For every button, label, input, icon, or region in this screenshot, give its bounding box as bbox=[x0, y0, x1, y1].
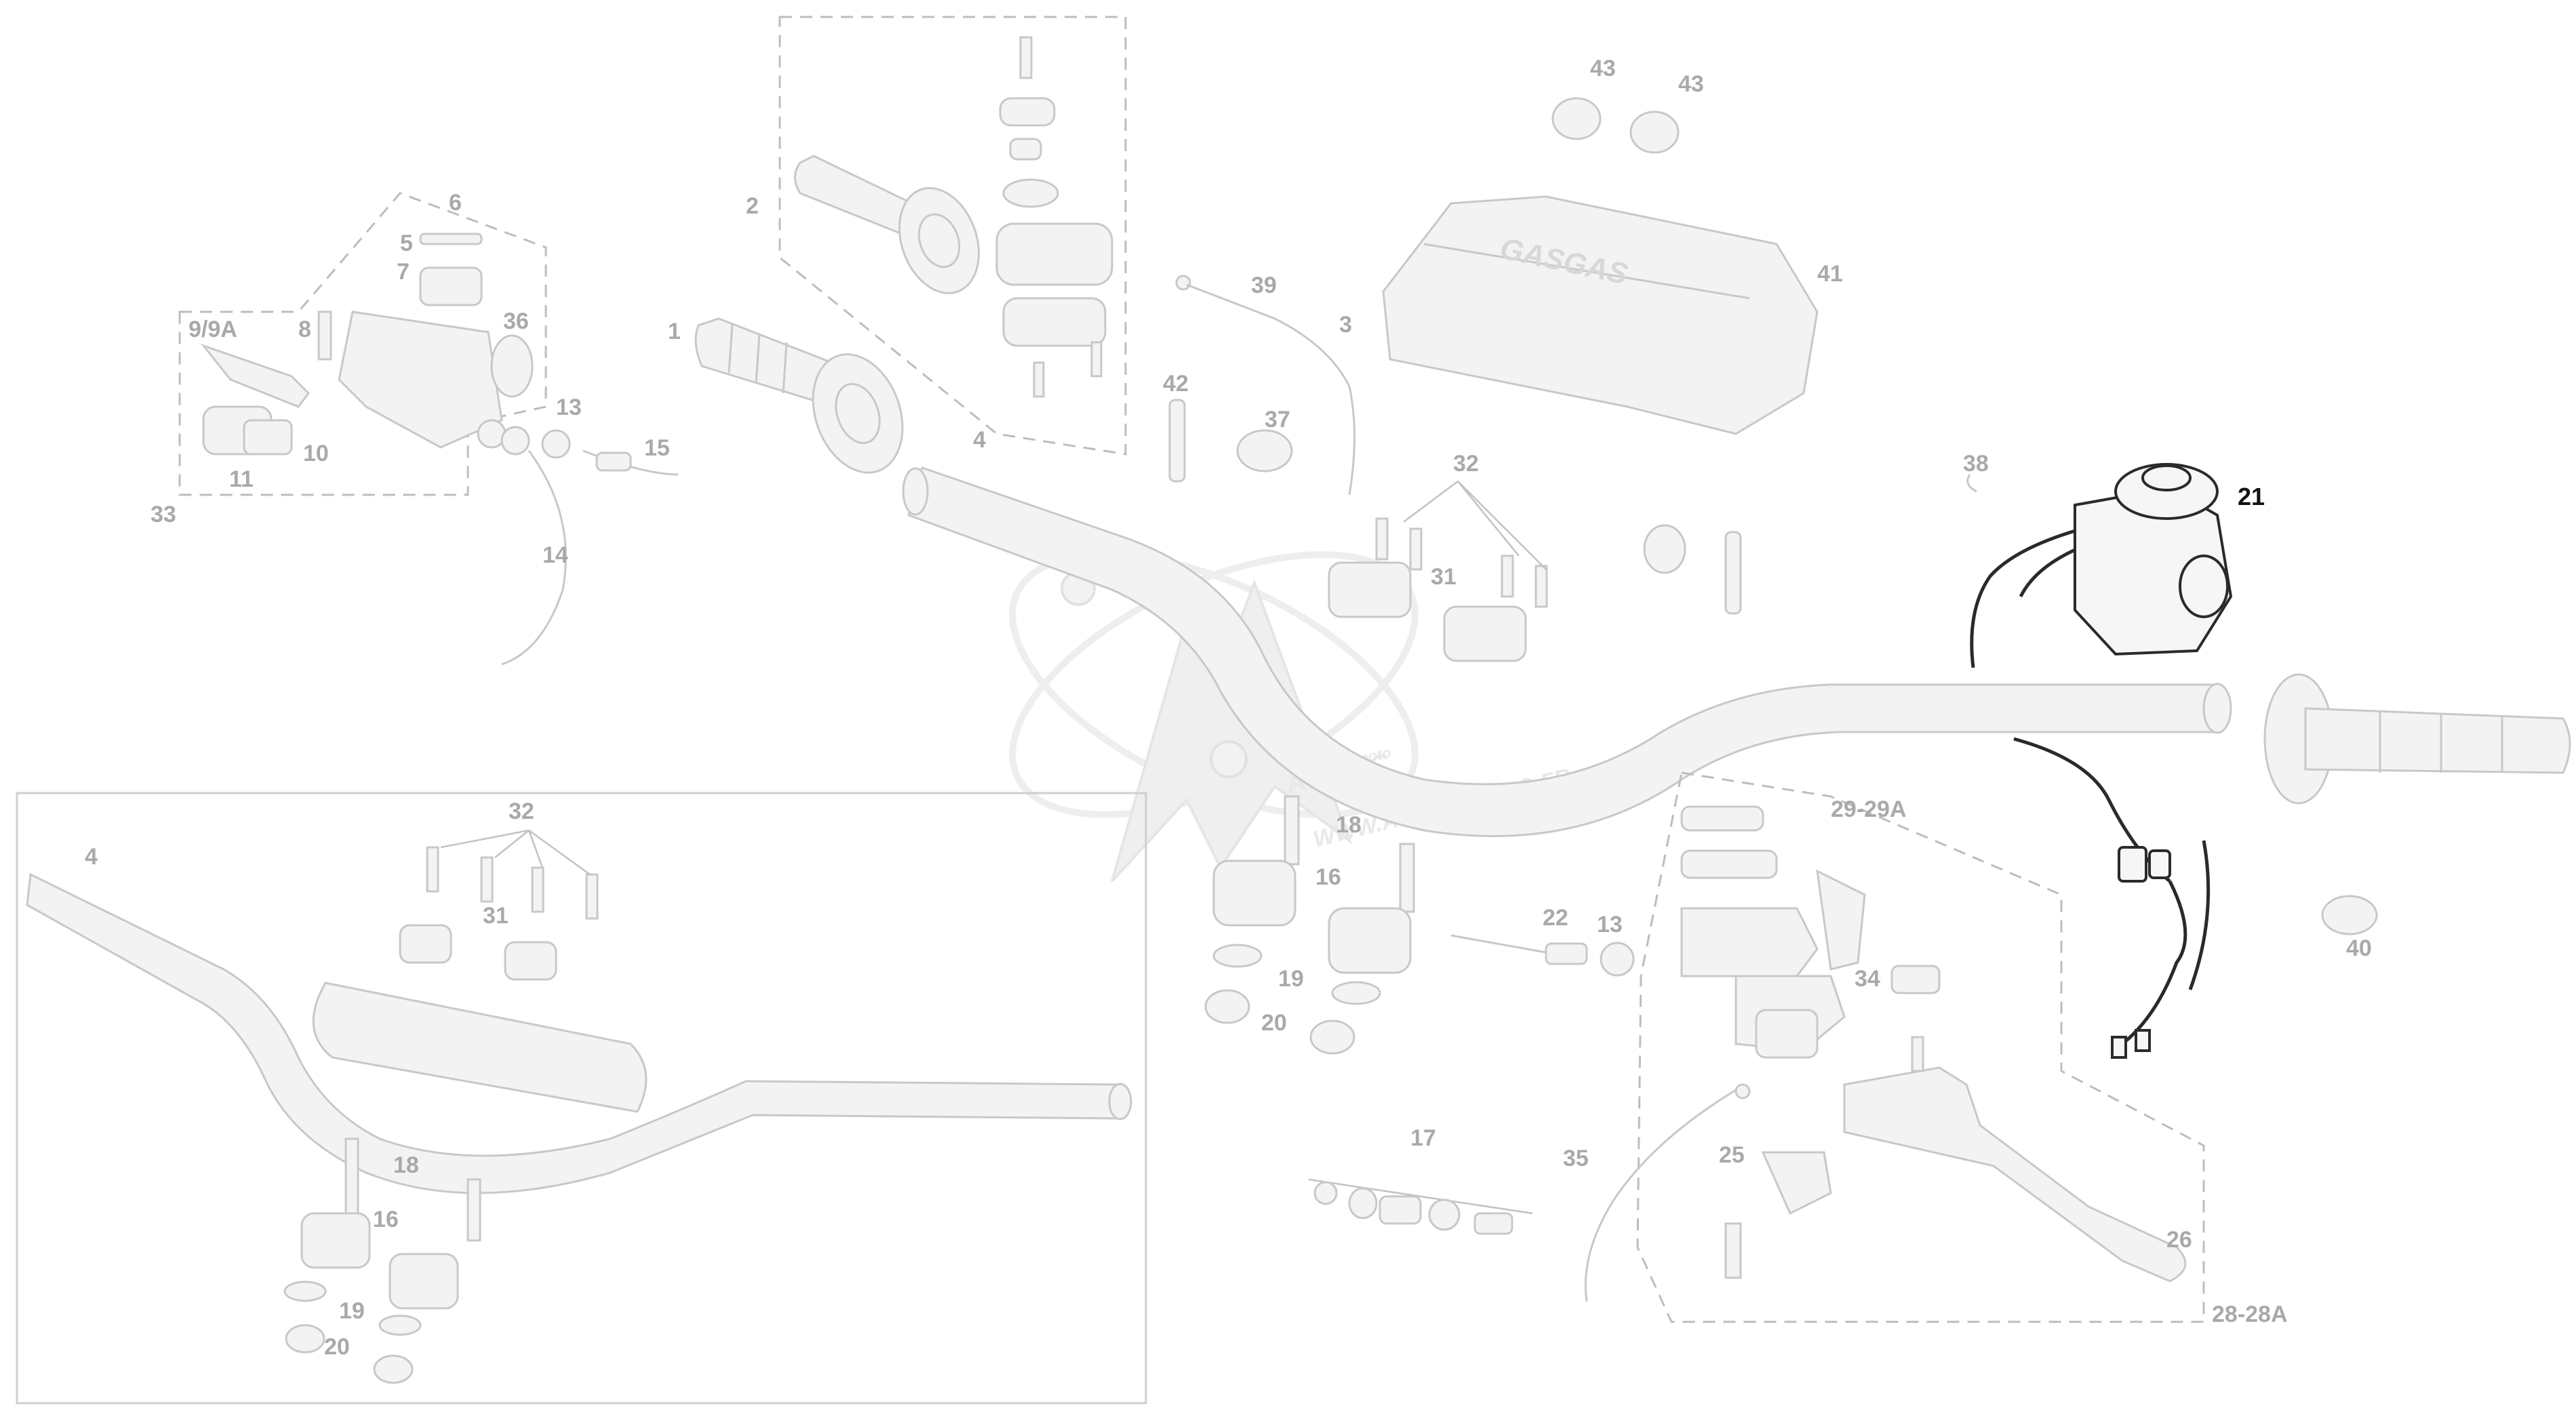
label-2: 2 bbox=[746, 193, 759, 219]
label-43-b: 43 bbox=[1678, 71, 1704, 97]
alternate-handlebar-box bbox=[16, 792, 1147, 1405]
label-42: 42 bbox=[1163, 371, 1189, 397]
label-19-alt: 19 bbox=[339, 1298, 365, 1324]
label-18-main: 18 bbox=[1336, 812, 1362, 838]
clip-40 bbox=[2321, 895, 2378, 935]
label-4-main: 4 bbox=[973, 427, 986, 453]
part-labels: 1 2 3 4 4 5 6 7 8 9/9A 10 11 13 13 14 15… bbox=[85, 56, 2372, 1360]
label-36: 36 bbox=[503, 308, 529, 334]
label-22: 22 bbox=[1543, 905, 1568, 931]
brake-hose-fitting bbox=[1450, 934, 1635, 977]
bar-end-17 bbox=[1308, 1178, 1533, 1235]
label-32-alt: 32 bbox=[509, 799, 534, 824]
label-21: 21 bbox=[2238, 483, 2265, 510]
label-38: 38 bbox=[1963, 451, 1989, 477]
label-29-29a: 29-29A bbox=[1831, 796, 1907, 822]
label-33: 33 bbox=[151, 502, 176, 527]
label-25: 25 bbox=[1719, 1142, 1745, 1168]
main-handlebar bbox=[902, 466, 2232, 837]
label-13-brake: 13 bbox=[1597, 912, 1623, 937]
brake-master-cylinder bbox=[1636, 771, 2205, 1323]
label-4-alt: 4 bbox=[85, 844, 98, 870]
engine-stop-switch bbox=[1970, 463, 2233, 1059]
label-39: 39 bbox=[1251, 272, 1277, 298]
label-10: 10 bbox=[303, 441, 329, 466]
label-31-alt: 31 bbox=[483, 903, 509, 929]
label-7: 7 bbox=[397, 259, 410, 285]
label-43-a: 43 bbox=[1590, 56, 1616, 81]
bolt-42 bbox=[1168, 399, 1293, 483]
label-16-main: 16 bbox=[1315, 864, 1341, 890]
label-15: 15 bbox=[644, 435, 670, 461]
label-35: 35 bbox=[1563, 1146, 1589, 1171]
label-41: 41 bbox=[1817, 261, 1843, 287]
label-17: 17 bbox=[1410, 1125, 1436, 1151]
label-31-main: 31 bbox=[1431, 564, 1457, 590]
label-11: 11 bbox=[229, 466, 254, 492]
left-grip bbox=[694, 317, 904, 474]
label-28-28a: 28-28A bbox=[2212, 1301, 2288, 1327]
label-3: 3 bbox=[1339, 312, 1352, 338]
bar-clamp-top bbox=[1328, 481, 1548, 662]
label-13-clutch: 13 bbox=[556, 395, 582, 420]
label-9-9a: 9/9A bbox=[189, 317, 237, 342]
label-32-main: 32 bbox=[1453, 451, 1479, 477]
label-19-main: 19 bbox=[1278, 966, 1304, 992]
clip-38 bbox=[1643, 474, 1977, 615]
label-5: 5 bbox=[400, 230, 413, 256]
throttle-cable bbox=[1175, 275, 1355, 496]
label-14: 14 bbox=[542, 542, 568, 568]
brake-cable bbox=[1584, 1083, 1751, 1302]
label-37: 37 bbox=[1265, 407, 1290, 432]
label-40: 40 bbox=[2346, 935, 2372, 961]
label-34: 34 bbox=[1855, 966, 1880, 992]
bar-clamp-bottom bbox=[1204, 795, 1415, 1055]
label-18-alt: 18 bbox=[393, 1152, 419, 1178]
right-grip bbox=[2263, 673, 2571, 805]
label-20-main: 20 bbox=[1261, 1010, 1287, 1036]
label-6: 6 bbox=[449, 190, 462, 216]
label-1: 1 bbox=[668, 319, 681, 344]
label-16-alt: 16 bbox=[373, 1207, 399, 1232]
label-20-alt: 20 bbox=[324, 1334, 350, 1360]
label-26: 26 bbox=[2166, 1227, 2192, 1253]
bar-pad: GASGAS bbox=[1382, 195, 1819, 435]
clips-43 bbox=[1551, 97, 1680, 154]
label-8: 8 bbox=[298, 317, 311, 342]
throttle-assembly bbox=[778, 16, 1127, 456]
clutch-assembly bbox=[178, 192, 679, 666]
